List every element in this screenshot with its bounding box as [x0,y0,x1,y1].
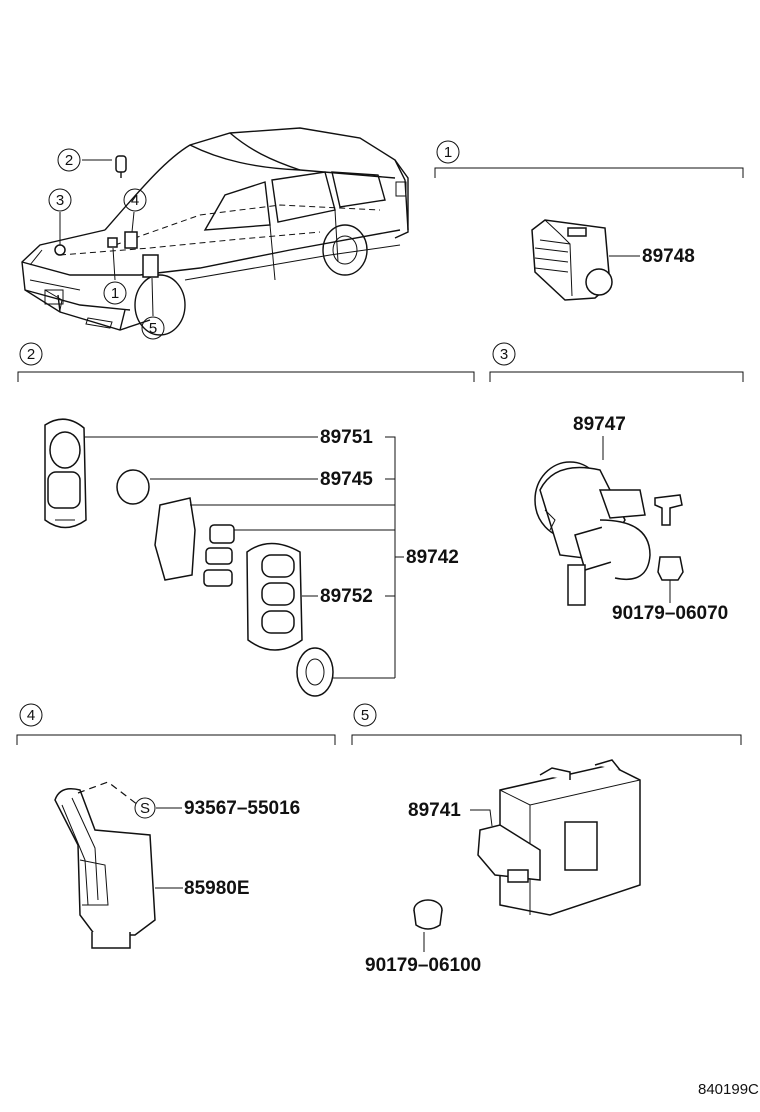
part-number-90179-06070: 90179–06070 [612,603,728,624]
section-5-header: 5 [351,703,742,745]
svg-text:4: 4 [27,707,35,724]
svg-text:1: 1 [444,144,452,161]
part-90179-06070-nut [657,556,684,603]
part-89741-ecu [470,759,641,916]
svg-text:3: 3 [500,346,508,363]
button-pad-part [203,524,395,587]
part-number-89742: 89742 [406,547,459,568]
part-number-90179-06100: 90179–06100 [365,955,481,976]
svg-text:S: S [140,800,150,817]
key-ring-part [296,647,395,697]
part-89752-transmitter [246,542,318,651]
svg-text:5: 5 [149,320,157,337]
part-number-89748: 89748 [642,246,695,267]
section-1-header: 1 [434,140,744,178]
svg-text:2: 2 [27,346,35,363]
car-callout-1: 1 [103,281,127,305]
svg-text:5: 5 [361,707,369,724]
part-number-89751: 89751 [320,427,373,448]
part-89751-case [44,418,318,529]
svg-text:3: 3 [56,192,64,209]
figure-id: 840199C [698,1081,759,1098]
car-callout-5: 5 [141,316,165,340]
car-callout-2: 2 [57,148,81,172]
part-number-85980E: 85980E [184,878,250,899]
part-89745-battery [116,469,318,505]
part-number-93567-55016: 93567–55016 [184,798,300,819]
part-number-89745: 89745 [320,469,373,490]
s-mark-symbol: S [134,797,182,819]
car-illustration [21,127,409,336]
part-90179-06100-nut [413,899,443,952]
section-3-header: 3 [489,342,744,382]
gasket-part [154,497,395,581]
section-4-header: 4 [16,703,336,745]
part-85980E-relay [54,781,183,949]
svg-text:1: 1 [111,285,119,302]
bracket-89742 [385,436,404,678]
part-number-89741: 89741 [408,800,461,821]
part-89747-sensor [534,436,683,606]
part-number-89747: 89747 [573,414,626,435]
svg-text:2: 2 [65,152,73,169]
section-2-header: 2 [17,342,475,382]
svg-text:4: 4 [131,192,139,209]
part-89748-switch [531,219,640,301]
car-callout-4: 4 [123,188,147,212]
car-callout-3: 3 [48,188,72,212]
part-number-89752: 89752 [320,586,373,607]
